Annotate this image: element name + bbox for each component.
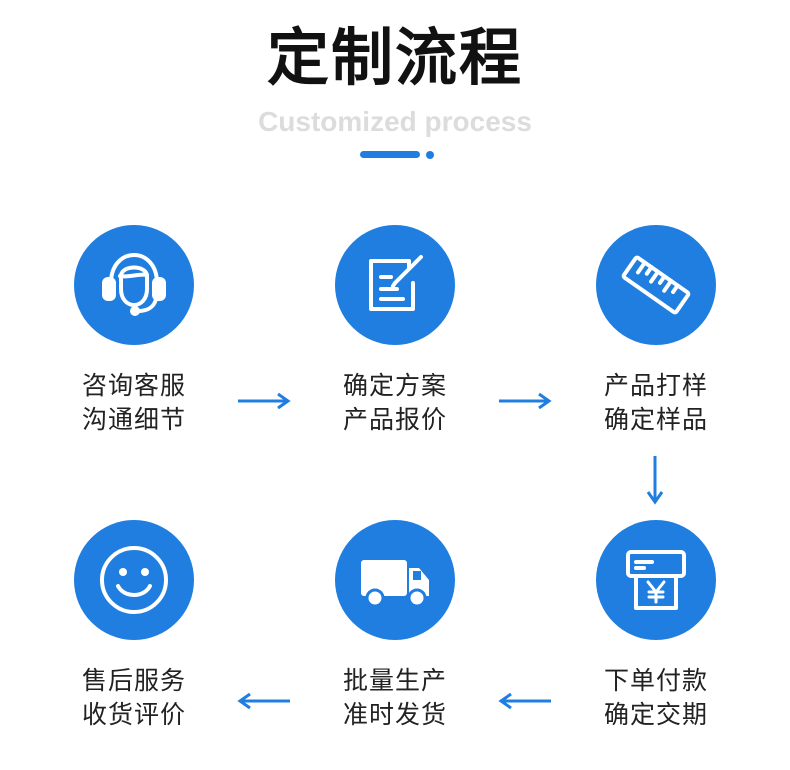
step-consult: 咨询客服 沟通细节 bbox=[54, 225, 214, 437]
step-sample: 产品打样 确定样品 bbox=[576, 225, 736, 437]
delivery-truck-icon bbox=[361, 560, 429, 608]
headset-support-icon bbox=[102, 253, 166, 316]
arrow-right-icon bbox=[238, 392, 291, 410]
page-title: 定制流程 bbox=[266, 21, 523, 94]
arrow-right-icon bbox=[499, 392, 552, 410]
ruler-icon bbox=[621, 255, 691, 315]
accent-dot bbox=[426, 151, 434, 159]
arrow-left-icon bbox=[498, 692, 551, 710]
step-label: 售后服务 收货评价 bbox=[81, 666, 186, 729]
step-aftersales: 售后服务 收货评价 bbox=[54, 520, 214, 732]
arrow-down-icon bbox=[646, 456, 664, 505]
step-production: 批量生产 准时发货 bbox=[315, 520, 475, 732]
step-icon-circle bbox=[74, 520, 194, 640]
step-icon-circle bbox=[335, 520, 455, 640]
step-label: 确定方案 产品报价 bbox=[342, 371, 447, 434]
step-label: 批量生产 准时发货 bbox=[342, 666, 447, 729]
step-icon-circle bbox=[335, 225, 455, 345]
step-icon-circle bbox=[596, 520, 716, 640]
step-plan: 确定方案 产品报价 bbox=[315, 225, 475, 437]
step-label: 产品打样 确定样品 bbox=[603, 371, 708, 434]
arrow-left-icon bbox=[237, 692, 290, 710]
page-subtitle: Customized process bbox=[258, 106, 532, 137]
payment-terminal-icon bbox=[626, 550, 686, 610]
step-icon-circle bbox=[596, 225, 716, 345]
edit-document-icon bbox=[369, 255, 423, 311]
smiley-face-icon bbox=[100, 546, 168, 614]
step-label: 下单付款 确定交期 bbox=[603, 666, 708, 729]
step-label: 咨询客服 沟通细节 bbox=[81, 371, 186, 434]
step-icon-circle bbox=[74, 225, 194, 345]
step-order: 下单付款 确定交期 bbox=[576, 520, 736, 732]
accent-bar bbox=[360, 151, 420, 158]
